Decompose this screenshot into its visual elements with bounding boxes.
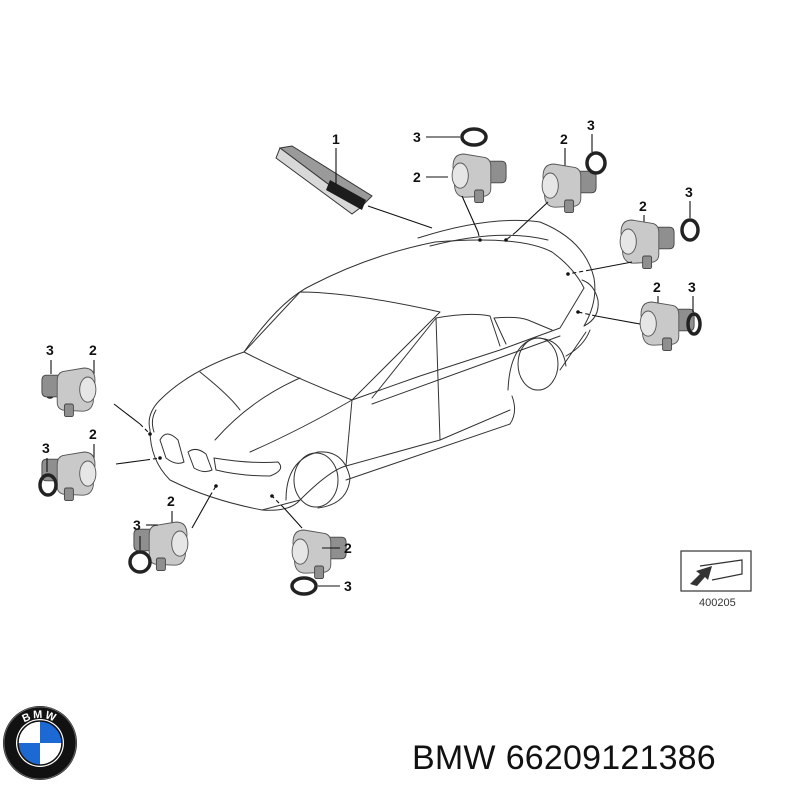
callout-1: 1: [332, 131, 340, 147]
callout-3: 3: [133, 517, 141, 533]
bmw-logo: BMW: [3, 706, 77, 780]
sensor-group-top-center: 3 2: [413, 127, 507, 242]
callout-3: 3: [685, 184, 693, 200]
callout-2: 2: [653, 279, 661, 295]
callout-3: 3: [413, 129, 421, 145]
callout-2: 2: [639, 198, 647, 214]
callout-3: 3: [587, 117, 595, 133]
car-outline: [148, 219, 599, 511]
sensor-group-left-upper: 3 2: [41, 342, 152, 436]
reference-code: 400205: [699, 597, 736, 609]
sensor-group-left-middle: 2 3: [38, 426, 162, 502]
caption-part-number: 66209121386: [505, 739, 716, 777]
callout-2: 2: [167, 493, 175, 509]
module-part: 1: [275, 131, 433, 229]
callout-3: 3: [688, 279, 696, 295]
caption-brand: BMW: [412, 739, 496, 777]
callout-3: 3: [344, 578, 352, 594]
callout-3: 3: [46, 342, 54, 358]
sensor-group-top-right-a: 2 3: [504, 117, 607, 242]
reference-box: 400205: [680, 550, 752, 609]
svg-text:BMW: BMW: [20, 709, 59, 725]
callout-2: 2: [89, 426, 97, 442]
callout-3: 3: [42, 440, 50, 456]
callout-2: 2: [89, 342, 97, 358]
callout-2: 2: [344, 540, 352, 556]
sensor-group-bottom-center: 2 3: [270, 494, 352, 596]
sensor-group-bottom-left: 2 3: [128, 484, 218, 574]
sensor-group-top-right-b: 2 3: [566, 184, 700, 276]
callout-2: 2: [560, 131, 568, 147]
sensor-group-right: 2 3: [576, 279, 702, 352]
callout-2: 2: [413, 169, 421, 185]
logo-letters: BMW: [20, 709, 57, 725]
arrow-bracket-icon: [690, 559, 743, 586]
